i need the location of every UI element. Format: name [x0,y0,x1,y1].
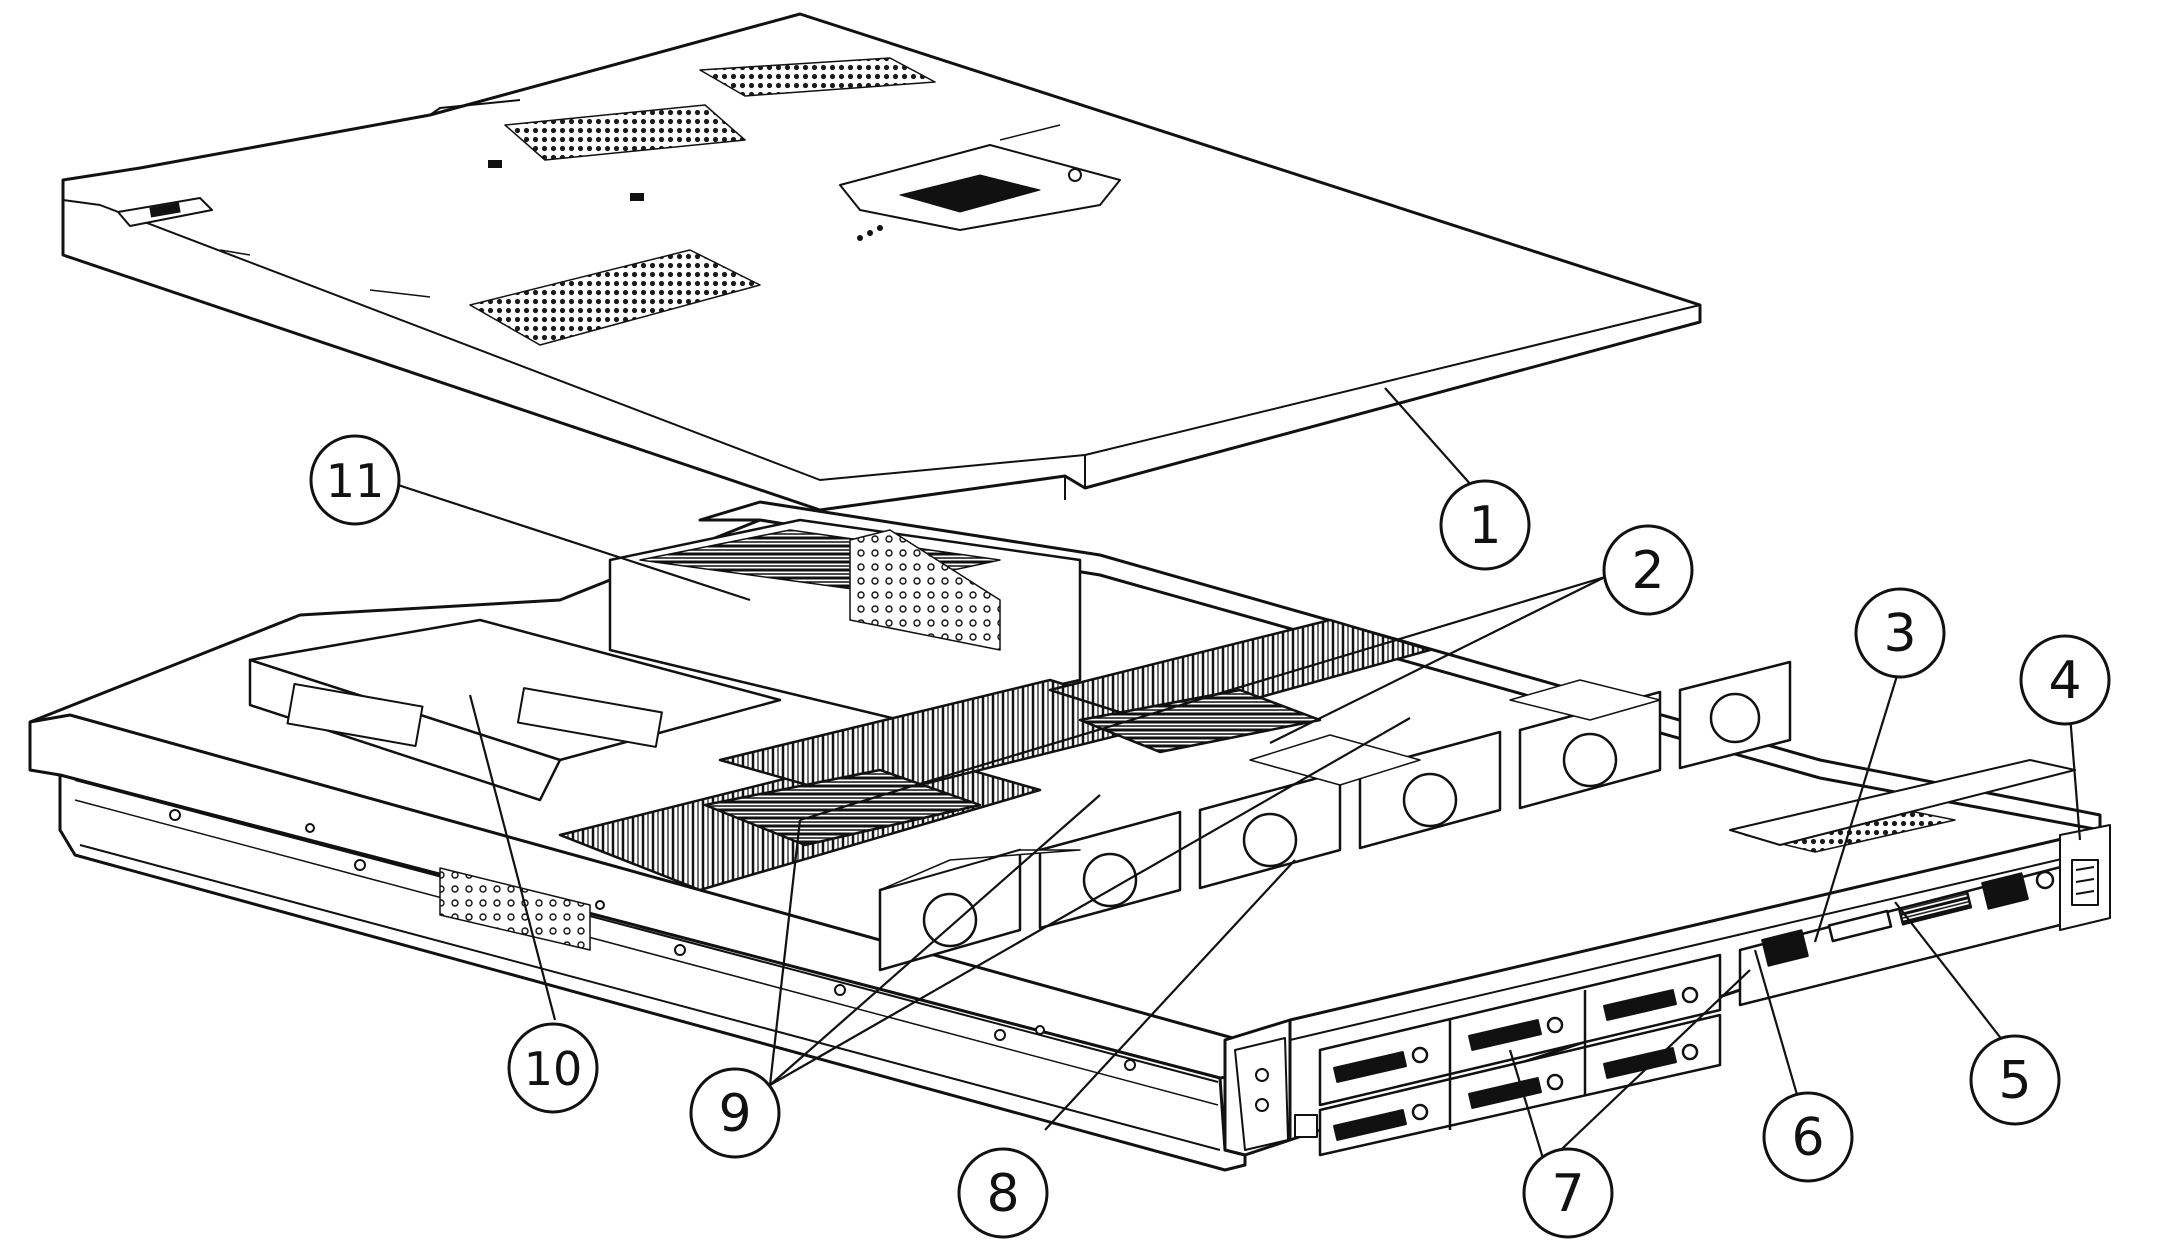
svg-text:10: 10 [524,1042,583,1096]
callout-1: 1 [1439,479,1531,571]
leader-lines [394,387,2082,1166]
front-panel-ports [1738,860,2082,1007]
svg-text:5: 5 [1998,1051,2031,1111]
callout-10: 10 [507,1022,599,1114]
heatsink-2 [1078,688,1322,754]
callout-2: 2 [1602,524,1694,616]
svg-text:1: 1 [1468,496,1501,556]
svg-text:6: 6 [1791,1108,1824,1168]
side-vent [439,867,591,951]
callouts: 1 2 3 4 5 6 7 8 [309,434,2111,1239]
callout-11: 11 [309,434,401,526]
callout-8: 8 [957,1147,1049,1239]
callout-9: 9 [689,1067,781,1159]
cover-vent-top [699,57,936,97]
front-ear-left [1234,1037,1289,1151]
cover-vent-mid [504,104,746,161]
svg-text:8: 8 [986,1164,1019,1224]
callout-3: 3 [1854,587,1946,679]
svg-text:4: 4 [2048,651,2081,711]
callout-4: 4 [2019,634,2111,726]
svg-text:3: 3 [1883,604,1916,664]
cover-vent-bottom [469,249,761,346]
callout-6: 6 [1762,1091,1854,1183]
svg-text:9: 9 [718,1084,751,1144]
callout-5: 5 [1969,1034,2061,1126]
callout-7: 7 [1522,1147,1614,1239]
svg-text:7: 7 [1551,1164,1584,1224]
access-panel [61,12,1702,512]
svg-text:11: 11 [326,454,385,508]
svg-text:2: 2 [1631,541,1664,601]
